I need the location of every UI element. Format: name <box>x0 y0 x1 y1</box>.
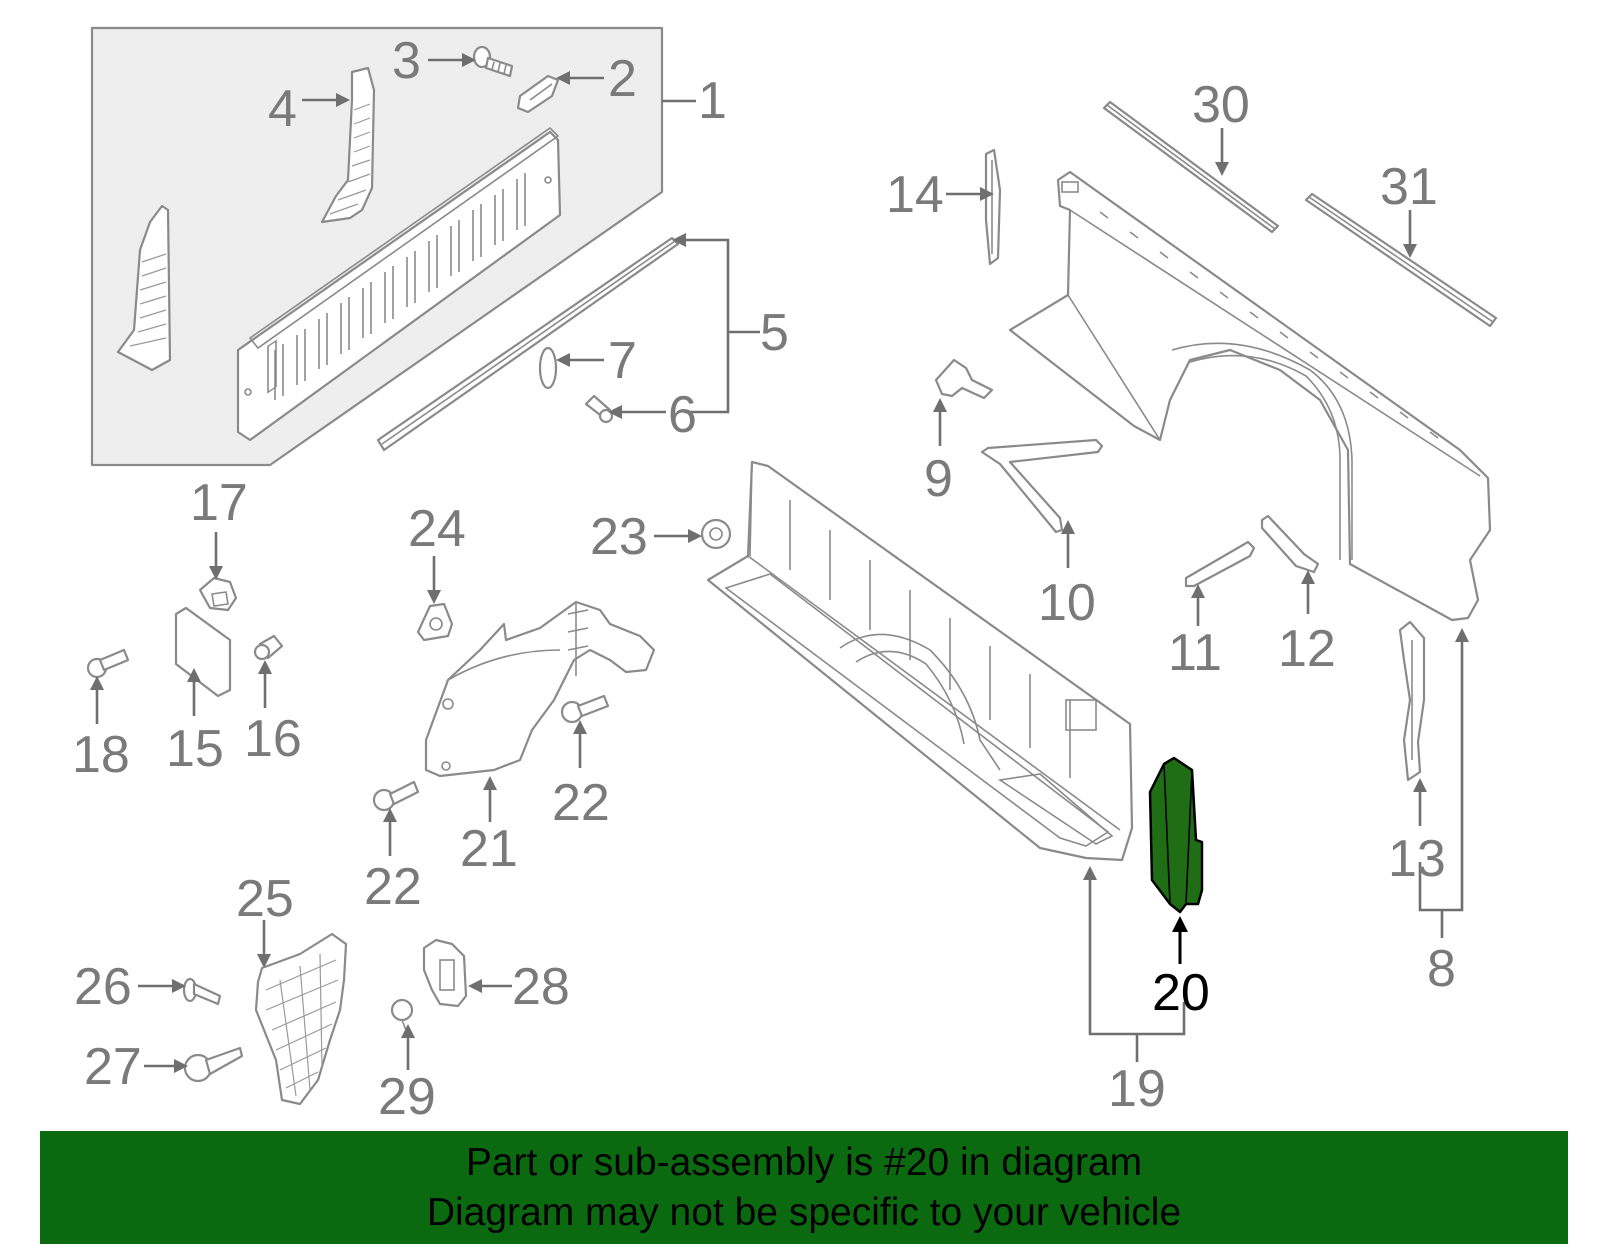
part-30-strip <box>1102 100 1280 234</box>
part-27-pushpin <box>183 1046 244 1083</box>
bed-floor-ribs <box>789 500 1071 778</box>
front-panel <box>236 126 562 442</box>
callout-25: 25 <box>236 870 294 928</box>
callout-labels: 1 2 3 4 5 6 7 8 9 10 11 12 13 14 15 16 1… <box>72 32 1456 1126</box>
callout-7: 7 <box>608 332 637 390</box>
callout-1: 1 <box>698 72 727 130</box>
part-28-bracket <box>422 938 468 1008</box>
part-31-strip <box>1304 192 1498 328</box>
callout-29: 29 <box>378 1068 436 1126</box>
callout-10: 10 <box>1038 574 1096 632</box>
callout-20: 20 <box>1152 964 1210 1022</box>
callout-24: 24 <box>408 500 466 558</box>
callout-8: 8 <box>1427 940 1456 998</box>
front-panel-ribs <box>274 173 526 400</box>
part-6-pin <box>584 394 614 424</box>
part-10-brace <box>980 438 1104 534</box>
part-26-screw <box>182 977 222 1006</box>
bed-floor <box>706 460 1134 862</box>
part-9-bracket <box>934 358 994 400</box>
callout-27: 27 <box>84 1038 142 1096</box>
part-29-clip <box>390 998 414 1031</box>
part-23-grommet <box>700 518 732 550</box>
footer-line-2: Diagram may not be specific to your vehi… <box>426 1190 1182 1234</box>
callout-17: 17 <box>190 474 248 532</box>
part-12-bracket <box>1260 514 1320 574</box>
part-4-bracket <box>320 66 376 224</box>
callout-15: 15 <box>166 720 224 778</box>
callout-22-lower: 22 <box>364 858 422 916</box>
part-21-liner <box>424 600 656 778</box>
part-14-trim <box>984 148 1002 266</box>
part-18-bolt <box>86 648 130 679</box>
callout-16: 16 <box>244 710 302 768</box>
side-panel-slots <box>1099 211 1439 439</box>
callout-21: 21 <box>460 820 518 878</box>
part-16-clip <box>253 634 284 661</box>
callout-12: 12 <box>1278 620 1336 678</box>
part-20-highlighted[interactable] <box>1148 756 1204 914</box>
assembly-1-box <box>90 26 664 467</box>
callout-23: 23 <box>590 508 648 566</box>
callout-18: 18 <box>72 726 130 784</box>
callout-13: 13 <box>1388 830 1446 888</box>
callout-26: 26 <box>74 958 132 1016</box>
assembly-1-group <box>90 26 664 467</box>
callout-11: 11 <box>1168 624 1222 682</box>
part-25-bracket <box>254 932 348 1106</box>
part-3-bolt <box>472 45 514 78</box>
part-11-bracket <box>1184 540 1256 588</box>
callout-14: 14 <box>886 166 944 224</box>
footer-banner: Part or sub-assembly is #20 in diagram D… <box>40 1131 1568 1244</box>
left-corner-bracket <box>116 204 172 372</box>
callout-9: 9 <box>924 450 953 508</box>
part-17-clip <box>198 576 238 612</box>
callout-30: 30 <box>1192 76 1250 134</box>
callout-22-upper: 22 <box>552 774 610 832</box>
part-22-bolt-lower <box>372 780 420 812</box>
callout-28: 28 <box>512 958 570 1016</box>
callout-31: 31 <box>1380 158 1438 216</box>
callout-4: 4 <box>268 80 297 138</box>
part-15-plate <box>174 606 232 698</box>
part-2-clip <box>516 74 560 114</box>
leader-lines <box>90 53 1469 1073</box>
footer-line-1: Part or sub-assembly is #20 in diagram <box>465 1140 1143 1184</box>
part-13-trim <box>1398 620 1426 782</box>
callout-3: 3 <box>392 32 421 90</box>
callout-19: 19 <box>1108 1060 1166 1118</box>
part-22-bolt-upper <box>560 694 610 724</box>
bed-side-panel <box>1008 170 1492 622</box>
callout-2: 2 <box>608 50 637 108</box>
callout-5: 5 <box>760 304 789 362</box>
part-7-plug <box>538 346 558 390</box>
part-5-strip <box>376 236 680 452</box>
callout-6: 6 <box>668 386 697 444</box>
part-24-clip <box>416 602 454 642</box>
